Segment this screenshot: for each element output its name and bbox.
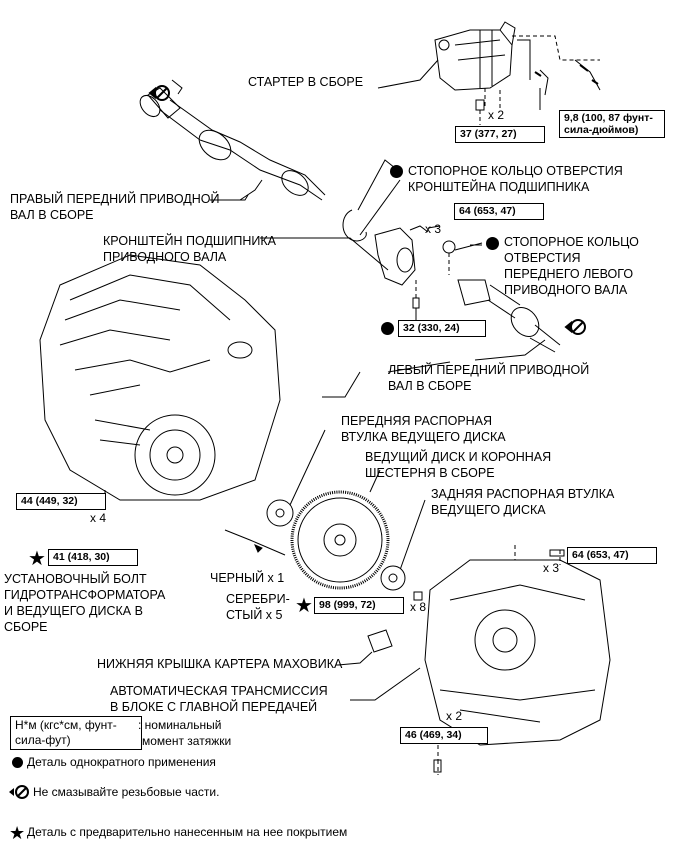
legend-unit-desc-line1: : номинальный <box>138 718 222 732</box>
nonreusable-icon-bracket-ring <box>390 165 403 178</box>
right-shaft-label-line1: ПРАВЫЙ ПЕРЕДНИЙ ПРИВОДНОЙ <box>10 192 220 206</box>
bracket-ring-label-line1: СТОПОРНОЕ КОЛЬЦО ОТВЕРСТИЯ <box>408 164 623 178</box>
left-shaft-label-line2: ВАЛ В СБОРЕ <box>388 379 472 393</box>
legend-no-oil-text: Не смазывайте резьбовые части. <box>33 785 220 799</box>
left-shaft-label-line1: ЛЕВЫЙ ПЕРЕДНИЙ ПРИВОДНОЙ <box>388 363 590 377</box>
starter-label: СТАРТЕР В СБОРЕ <box>248 75 364 89</box>
tc-bolt-label-line2: ГИДРОТРАНСФОРМАТОРА <box>4 588 166 602</box>
silver-bolt-label-line2: СТЫЙ x 5 <box>226 608 283 622</box>
drive-plate-bolt-qty: x 8 <box>410 600 427 614</box>
left-drive-shaft-drawing <box>442 240 561 361</box>
bearing-bracket-label-line2: ПРИВОДНОГО ВАЛА <box>103 250 227 264</box>
torque-starter-terminal-line1: 9,8 (100, 87 фунт- <box>564 112 653 124</box>
torque-transaxle-bolt-lower: 46 (469, 34) <box>400 727 488 744</box>
torque-starter-terminal: 9,8 (100, 87 фунт- сила-дюймов) <box>559 110 665 138</box>
legend-nonreusable-icon <box>12 757 23 768</box>
legend-precoated-text: Деталь с предварительно нанесенным на не… <box>27 825 348 839</box>
legend-unit-line2: сила-фут) <box>15 733 71 747</box>
starter-bolt-qty: x 2 <box>488 108 505 122</box>
drive-plate-label-line1: ВЕДУЩИЙ ДИСК И КОРОННАЯ <box>365 450 552 464</box>
tc-bolt-label-line3: И ВЕДУЩЕГО ДИСКА В <box>4 604 143 618</box>
left-ring-label-line3: ПЕРЕДНЕГО ЛЕВОГО <box>504 267 634 281</box>
drive-plate-label-line2: ШЕСТЕРНЯ В СБОРЕ <box>365 466 495 480</box>
left-ring-label-line1: СТОПОРНОЕ КОЛЬЦО <box>504 235 639 249</box>
engine-drawing <box>39 254 286 556</box>
legend-no-oil-icon <box>9 785 29 799</box>
flywheel-cover-label: НИЖНЯЯ КРЫШКА КАРТЕРА МАХОВИКА <box>97 657 343 671</box>
legend-precoated-icon: ★ <box>9 823 26 843</box>
circlip-drawing <box>342 209 367 242</box>
no-oil-icon-right-shaft <box>148 85 170 101</box>
torque-bracket-nut: 32 (330, 24) <box>398 320 486 337</box>
torque-starter-terminal-line2: сила-дюймов) <box>564 124 639 136</box>
tc-bolt-label-line1: УСТАНОВОЧНЫЙ БОЛТ <box>4 572 147 586</box>
front-spacer-label-line2: ВТУЛКА ВЕДУЩЕГО ДИСКА <box>341 430 506 444</box>
bearing-bracket-drawing <box>260 225 441 322</box>
left-ring-label-line2: ОТВЕРСТИЯ <box>504 251 581 265</box>
torque-tc-bolt: 41 (418, 30) <box>48 549 138 566</box>
torque-engine-bolt: 44 (449, 32) <box>16 493 106 510</box>
transaxle-bolt-upper-qty: x 3 <box>543 561 560 575</box>
transaxle-bolt-lower-qty: x 2 <box>446 709 463 723</box>
precoated-icon-tc-bolt: ★ <box>28 548 46 570</box>
drive-plate-drawing <box>254 429 390 590</box>
transaxle-drawing <box>350 545 611 775</box>
black-bolt-label: ЧЕРНЫЙ x 1 <box>210 571 285 585</box>
transaxle-label-line1: АВТОМАТИЧЕСКАЯ ТРАНСМИССИЯ <box>110 684 328 698</box>
rear-spacer-label-line1: ЗАДНЯЯ РАСПОРНАЯ ВТУЛКА <box>431 487 615 501</box>
silver-bolt-label-line1: СЕРЕБРИ- <box>226 592 290 606</box>
torque-drive-plate-bolt: 98 (999, 72) <box>314 597 404 614</box>
torque-transaxle-bolt-upper: 64 (653, 47) <box>567 547 657 564</box>
bearing-bracket-label-line1: КРОНШТЕЙН ПОДШИПНИКА <box>103 234 276 248</box>
transaxle-label-line2: В БЛОКЕ С ГЛАВНОЙ ПЕРЕДАЧЕЙ <box>110 700 318 714</box>
starter-drawing <box>377 21 601 125</box>
right-drive-shaft-drawing <box>139 79 326 201</box>
engine-bolt-qty: x 4 <box>90 511 107 525</box>
nonreusable-icon-bracket-nut <box>381 322 394 335</box>
flywheel-cover-drawing <box>367 629 393 653</box>
bracket-ring-label-line2: КРОНШТЕЙНА ПОДШИПНИКА <box>408 180 590 194</box>
rear-spacer-drawing <box>380 499 426 601</box>
legend-nonreusable-text: Деталь однократного применения <box>27 755 216 769</box>
legend-unit-desc-line2: момент затяжки <box>142 734 232 748</box>
legend-unit-box: Н*м (кгс*см, фунт- сила-фут) <box>10 716 142 750</box>
rear-spacer-label-line2: ВЕДУЩЕГО ДИСКА <box>431 503 546 517</box>
nonreusable-icon-left-ring <box>486 237 499 250</box>
precoated-icon-drive-plate-bolt: ★ <box>295 595 313 617</box>
right-shaft-label-line2: ВАЛ В СБОРЕ <box>10 208 94 222</box>
no-oil-icon-left-shaft <box>564 319 586 335</box>
torque-starter-bolt: 37 (377, 27) <box>455 126 545 143</box>
tc-bolt-label-line4: СБОРЕ <box>4 620 48 634</box>
front-spacer-label-line1: ПЕРЕДНЯЯ РАСПОРНАЯ <box>341 414 493 428</box>
bracket-bolt-qty: x 3 <box>425 222 442 236</box>
torque-bracket-bolt: 64 (653, 47) <box>454 203 544 220</box>
legend-unit-line1: Н*м (кгс*см, фунт- <box>15 718 117 732</box>
left-ring-label-line4: ПРИВОДНОГО ВАЛА <box>504 283 628 297</box>
